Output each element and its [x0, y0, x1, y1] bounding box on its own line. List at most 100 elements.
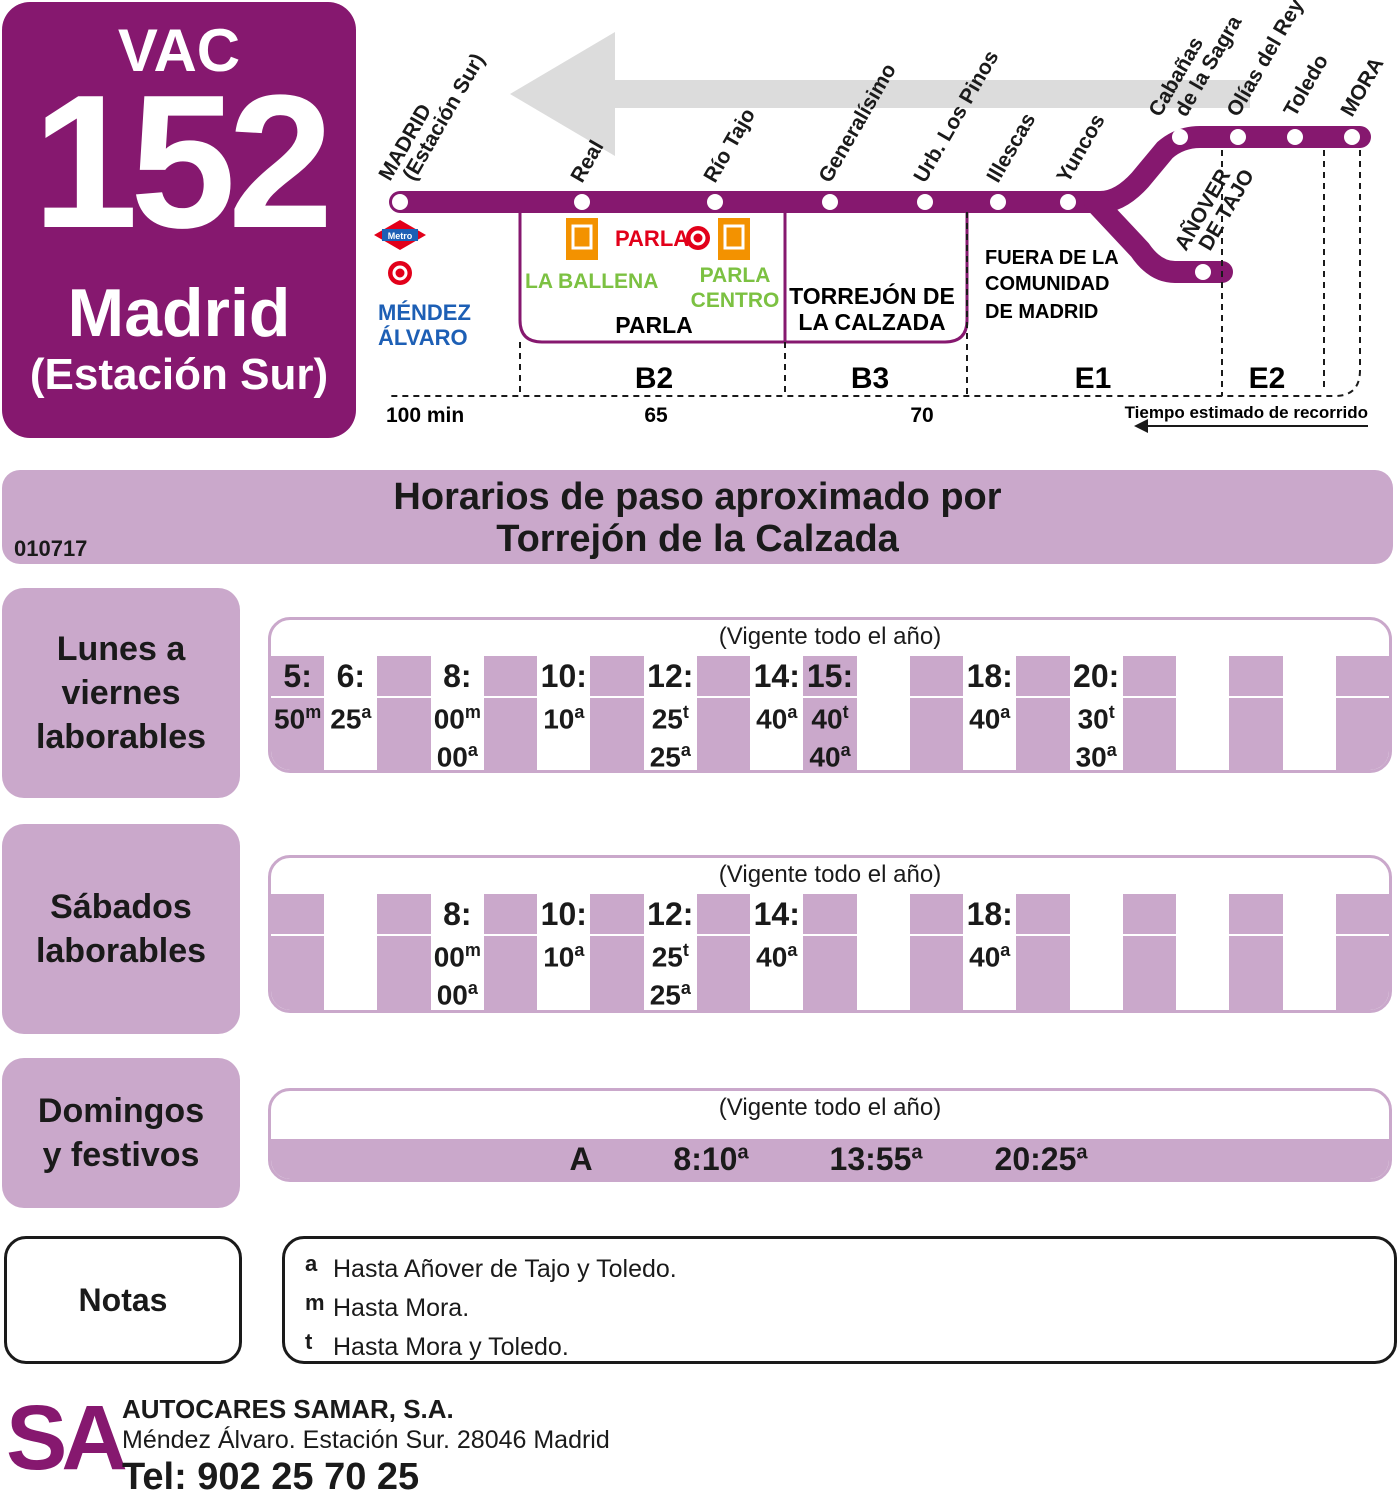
cercanias-icon — [686, 226, 710, 250]
stop-dot — [392, 194, 408, 210]
hour-cell: 8: — [443, 896, 472, 932]
minute-cell: 00a — [436, 978, 478, 1011]
route-number: 152 — [32, 56, 333, 268]
stop-dot — [822, 194, 838, 210]
torrejon-zone — [783, 212, 969, 344]
stop-dot — [1195, 264, 1211, 280]
company-address: Méndez Álvaro. Estación Sur. 28046 Madri… — [122, 1426, 610, 1454]
stop-label: Toledo — [1279, 51, 1333, 121]
stop-dots — [392, 129, 1360, 280]
zone-dividers — [388, 150, 1361, 397]
minute-cell: 10a — [543, 702, 585, 735]
time-note: Tiempo estimado de recorrido — [1125, 403, 1368, 422]
company-name: AUTOCARES SAMAR, S.A. — [122, 1394, 454, 1424]
column-stripe — [1122, 894, 1177, 1010]
hour-cell: 6: — [336, 658, 366, 694]
minute-cell: 25t — [651, 940, 689, 973]
hour-cell: 5: — [283, 658, 312, 694]
column-stripe — [483, 894, 538, 1010]
sunday-time: 20:25a — [994, 1141, 1088, 1177]
column-stripe — [909, 656, 964, 770]
stop-dot — [990, 194, 1006, 210]
minute-cell: 50m — [274, 702, 322, 735]
time-label: 65 — [644, 404, 668, 427]
minute-cell: 40a — [809, 740, 851, 773]
column-stripe — [803, 894, 857, 1010]
column-stripe — [909, 894, 964, 1010]
minute-cell: 40a — [969, 702, 1011, 735]
minute-cell: 25t — [651, 702, 689, 735]
hour-cell: 20: — [1073, 658, 1120, 694]
route-destination: Madrid — [67, 275, 291, 351]
route-branch-anover — [1084, 191, 1233, 283]
vigente-label: (Vigente todo el año) — [718, 623, 942, 650]
route-line — [389, 126, 1371, 213]
mendez-label: MÉNDEZ — [378, 300, 471, 325]
stop-dot — [1344, 129, 1360, 145]
hour-cell: 12: — [647, 896, 694, 932]
column-stripe — [1229, 894, 1283, 1010]
minute-cell: 00m — [433, 940, 481, 973]
stop-label: MORA — [1336, 53, 1388, 120]
sunday-time: 13:55a — [829, 1141, 923, 1177]
column-stripe — [271, 894, 325, 1010]
row-divider — [271, 696, 1389, 698]
hour-cell: 18: — [966, 896, 1013, 932]
stop-dot — [1287, 129, 1303, 145]
stop-label: Generalísimo — [814, 60, 900, 187]
schedule-sunday: (Vigente todo el año) A 8:10a 13:55a 20:25a — [268, 1088, 1392, 1182]
hour-cell: 15: — [806, 658, 854, 694]
metro-logo: Metro — [374, 220, 426, 250]
column-stripe — [696, 656, 751, 770]
time-label: 100 min — [386, 404, 464, 427]
column-stripe — [483, 656, 538, 770]
cercanias-icon — [388, 261, 412, 285]
vigente-label: (Vigente todo el año) — [718, 861, 942, 888]
minute-cell: 25a — [649, 740, 691, 773]
tram-icon — [718, 218, 750, 260]
row-divider — [271, 934, 1389, 936]
arrow-left-icon — [1134, 419, 1148, 433]
column-stripe — [1016, 656, 1070, 770]
hour-cell: 14: — [753, 896, 800, 932]
torrejon-label: LA CALZADA — [798, 309, 945, 335]
parla-centro-label: PARLA — [700, 264, 771, 287]
route-destination-sub: (Estación Sur) — [29, 350, 329, 399]
sunday-time: A — [569, 1141, 593, 1177]
column-stripe — [1335, 894, 1389, 1010]
column-stripe — [590, 894, 644, 1010]
title-banner: Horarios de paso aproximado por Torrejón… — [2, 470, 1393, 564]
hour-cell: 10: — [540, 658, 587, 694]
stop-dot — [1230, 129, 1246, 145]
notes-label: Notas — [4, 1236, 242, 1364]
vigente-label: (Vigente todo el año) — [718, 1094, 942, 1121]
document-code: 010717 — [14, 536, 88, 561]
hour-cell: 12: — [647, 658, 694, 694]
minute-cell: 30t — [1077, 702, 1115, 735]
stop-dot — [707, 194, 723, 210]
column-stripe — [1229, 656, 1283, 770]
fuera-label: DE MADRID — [985, 301, 1098, 323]
stop-dot — [1060, 194, 1076, 210]
svg-text:Metro: Metro — [388, 231, 413, 241]
fuera-label: COMUNIDAD — [985, 273, 1109, 295]
minute-cell: 25a — [649, 978, 691, 1011]
route-prefix: VAC — [117, 17, 241, 84]
page-title: Horarios de paso aproximado por Torrejón… — [393, 476, 1002, 560]
column-stripe — [803, 656, 857, 770]
tram-icon — [566, 218, 598, 260]
company-logo: SA — [6, 1387, 128, 1489]
sunday-time: 8:10a — [673, 1141, 749, 1177]
direction-arrow — [510, 32, 1250, 156]
parla-centro-label: CENTRO — [691, 289, 780, 312]
zone-label: B2 — [635, 362, 673, 395]
column-stripe — [377, 656, 431, 770]
minute-cell: 40t — [811, 702, 849, 735]
zone-label: E1 — [1075, 362, 1112, 395]
column-stripe — [696, 894, 751, 1010]
